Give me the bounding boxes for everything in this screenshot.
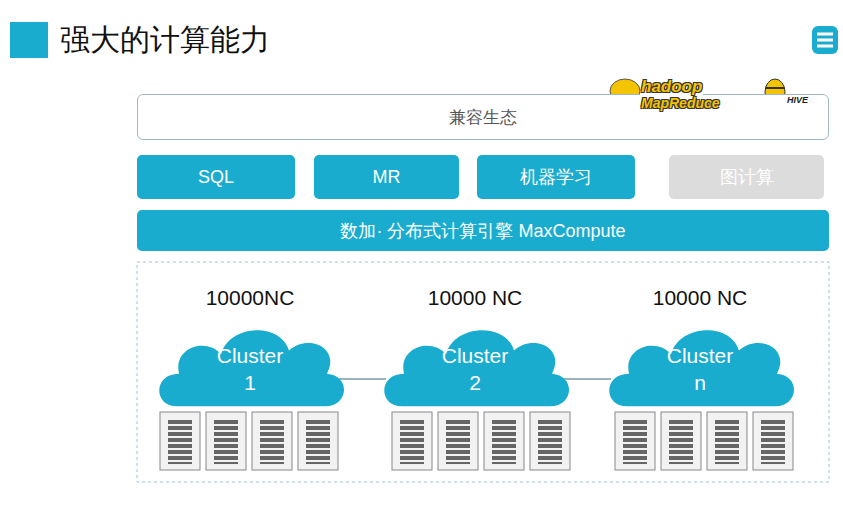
engine-box: MR: [314, 155, 459, 199]
cluster-capacity: 10000 NC: [380, 286, 570, 310]
cluster-name: Cluster 2: [435, 342, 515, 397]
node-label: 兼容生态: [449, 106, 517, 129]
node-label: 机器学习: [520, 165, 592, 189]
cluster-cloud: 10000 NC Cluster n: [605, 286, 795, 412]
slide-title: 强大的计算能力: [60, 20, 270, 61]
engine-box: SQL: [137, 155, 295, 199]
cluster-name: Cluster n: [660, 342, 740, 397]
node-label: SQL: [198, 167, 234, 188]
logo-text: MapReduce: [640, 96, 721, 111]
cluster-capacity: 10000NC: [155, 286, 345, 310]
cloud-shape: Cluster 1: [155, 318, 345, 412]
cluster-link: [339, 378, 386, 380]
title-square: [10, 22, 48, 58]
cluster-cloud: 10000NC Cluster 1: [155, 286, 345, 412]
cloud-shape: Cluster n: [605, 318, 795, 412]
logo-icon: [812, 26, 838, 54]
cluster-cloud: 10000 NC Cluster 2: [380, 286, 570, 412]
cloud-shape: Cluster 2: [380, 318, 570, 412]
cluster-link: [564, 378, 611, 380]
engine-box: 机器学习: [477, 155, 635, 199]
engine-box: 图计算: [669, 155, 824, 199]
ecosystem-band: 兼容生态: [137, 94, 829, 140]
server-racks: [160, 412, 793, 470]
node-label: 数加· 分布式计算引擎 MaxCompute: [340, 219, 625, 243]
logo-text: HIVE: [786, 96, 809, 106]
logo-text: hadoop: [640, 78, 703, 97]
engine-band: 数加· 分布式计算引擎 MaxCompute: [137, 210, 829, 251]
node-label: 图计算: [720, 165, 774, 189]
node-label: MR: [373, 167, 401, 188]
cluster-name: Cluster 1: [210, 342, 290, 397]
cluster-container: [137, 262, 829, 482]
cluster-capacity: 10000 NC: [605, 286, 795, 310]
